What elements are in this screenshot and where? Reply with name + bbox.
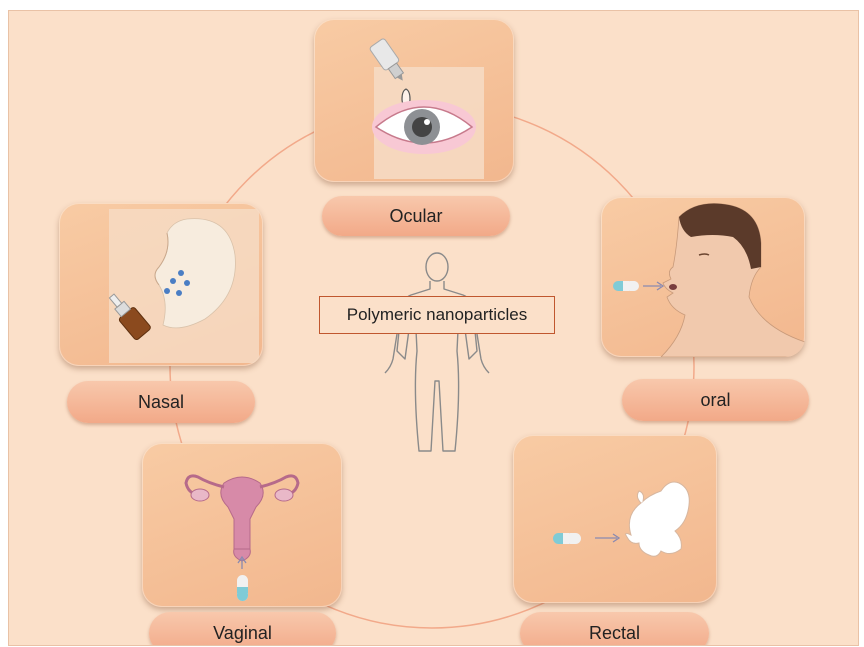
vaginal-label: Vaginal [149,612,336,646]
diagram-panel: Polymeric nanoparticles Ocular [8,10,859,646]
oral-card [601,197,805,357]
rectal-card [513,435,717,603]
rectal-label: Rectal [520,612,709,646]
oral-administration-icon [601,197,805,357]
nasal-card [59,203,263,366]
nasal-label: Nasal [67,381,255,423]
human-body-outline-icon [373,251,501,461]
eye-drop-icon [314,19,514,182]
ocular-card [314,19,514,182]
rectal-administration-icon [513,435,717,603]
oral-label: oral [622,379,809,421]
vaginal-administration-icon [142,443,342,607]
vaginal-card [142,443,342,607]
center-label: Polymeric nanoparticles [319,296,555,334]
nasal-spray-icon [59,203,263,366]
ocular-label: Ocular [322,196,510,236]
